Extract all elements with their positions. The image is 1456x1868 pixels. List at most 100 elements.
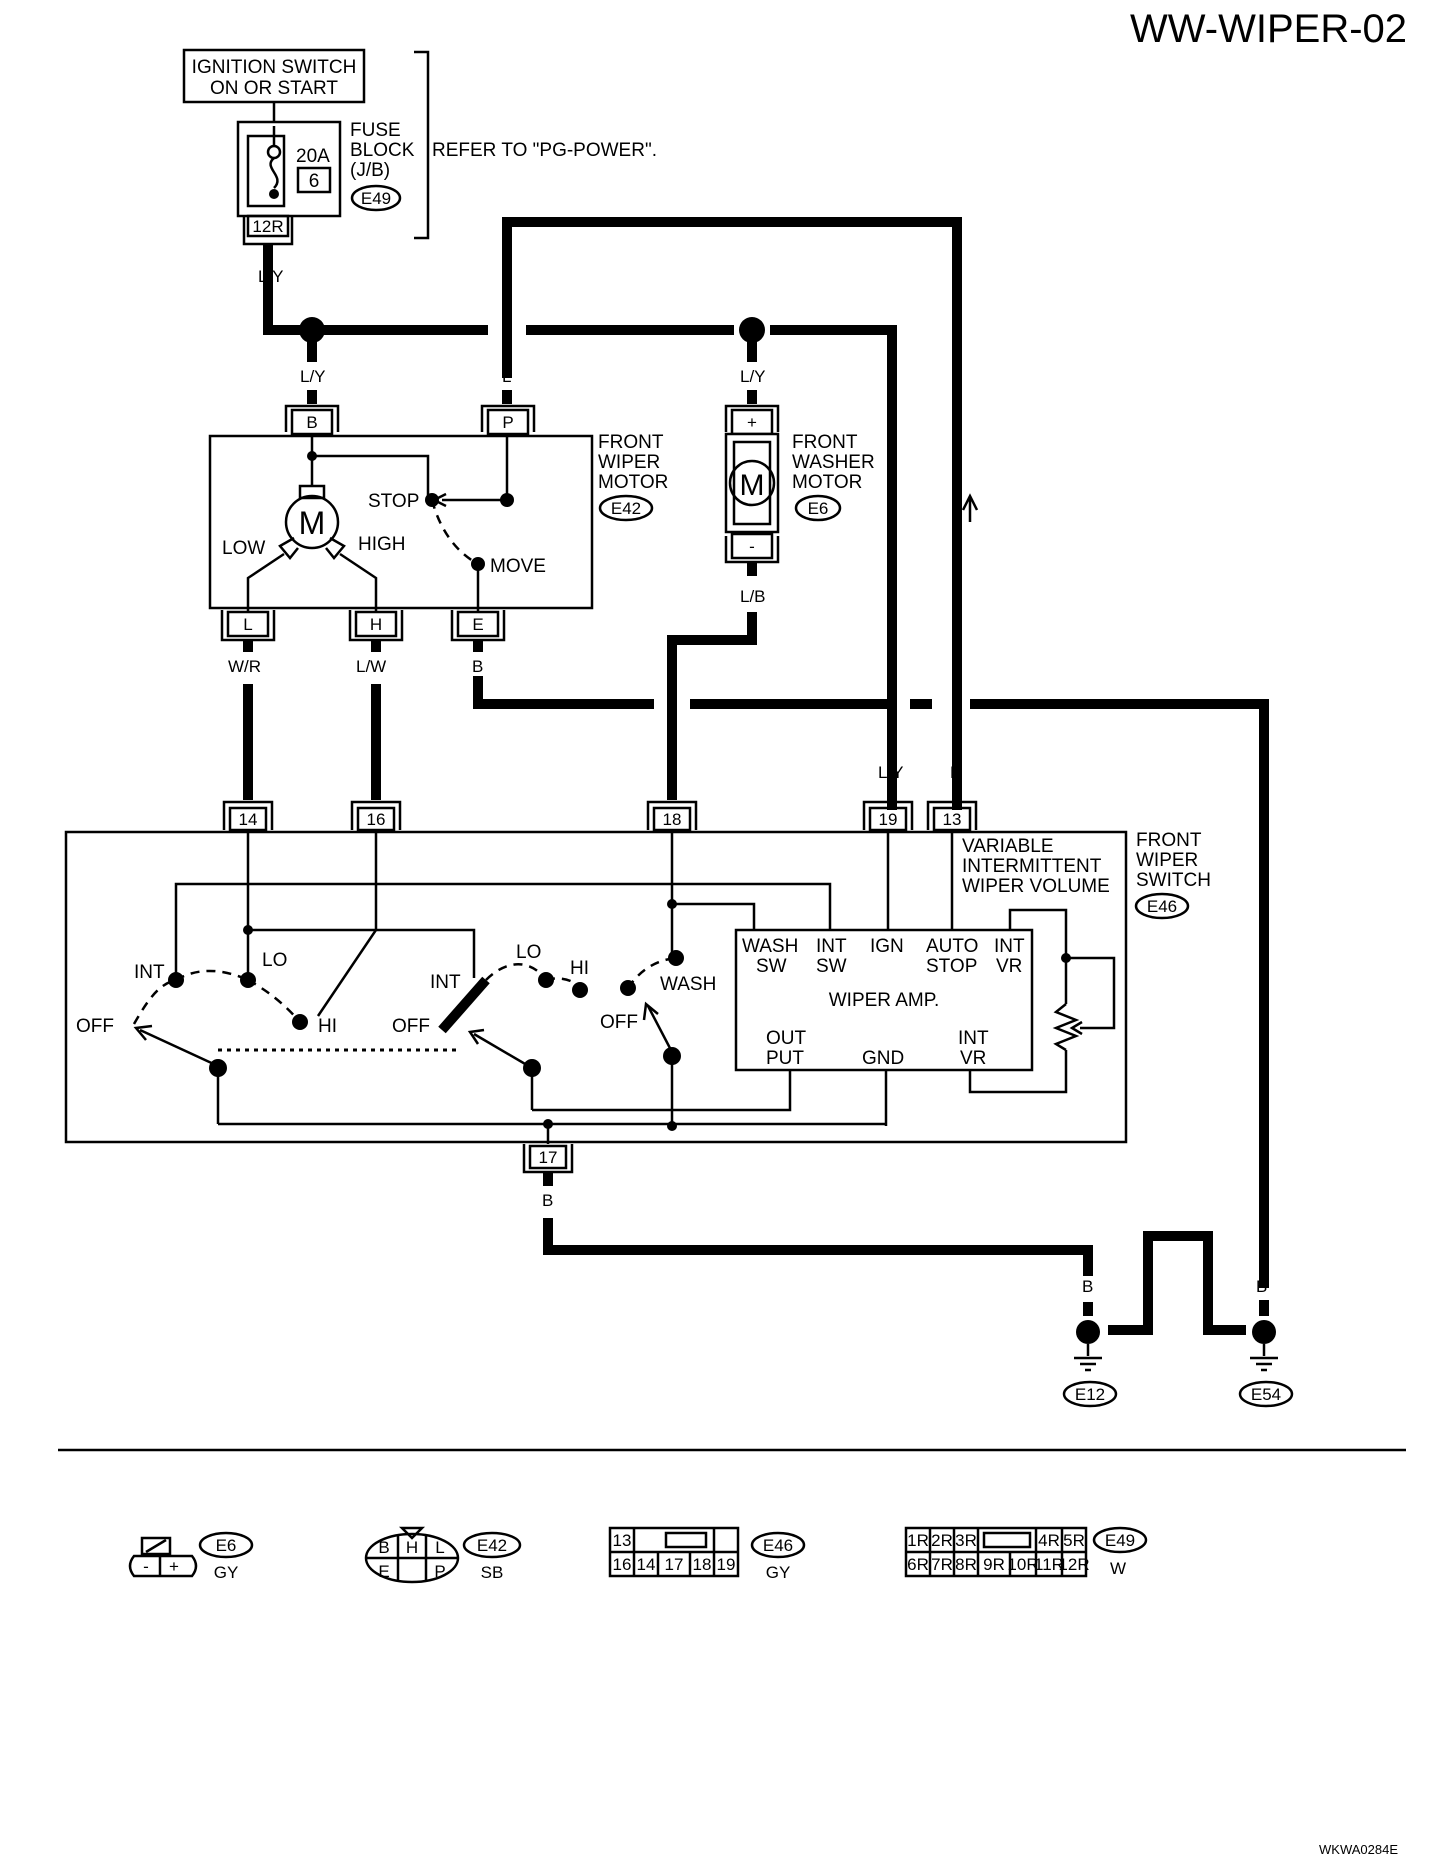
svg-text:W: W — [1110, 1559, 1126, 1578]
svg-text:-: - — [143, 1557, 149, 1576]
svg-text:LO: LO — [262, 950, 287, 971]
svg-text:4R: 4R — [1038, 1531, 1060, 1550]
svg-text:MOTOR: MOTOR — [792, 472, 862, 493]
washer-motor-label: FRONT WASHER MOTOR E6 — [792, 432, 875, 522]
svg-text:PUT: PUT — [766, 1048, 804, 1069]
ignition-label-1: IGNITION SWITCH — [192, 57, 357, 78]
svg-text:E46: E46 — [763, 1536, 793, 1555]
svg-text:11R: 11R — [1034, 1555, 1064, 1574]
svg-text:16: 16 — [367, 810, 386, 829]
svg-text:-: - — [749, 537, 755, 556]
svg-text:SWITCH: SWITCH — [1136, 870, 1211, 891]
svg-text:OFF: OFF — [392, 1016, 430, 1037]
fuse-pin-12r: 12R — [242, 214, 294, 246]
svg-text:12R: 12R — [1058, 1555, 1089, 1574]
svg-text:E42: E42 — [477, 1536, 507, 1555]
stop-label: STOP — [368, 491, 419, 512]
svg-text:STOP: STOP — [926, 956, 977, 977]
svg-text:INT: INT — [816, 936, 847, 957]
wire-label-ly-19: L/Y — [878, 763, 904, 782]
wire-label-lb: L/B — [740, 587, 766, 606]
connector-e6: - + E6 GY — [128, 1531, 254, 1582]
svg-text:+: + — [747, 413, 757, 432]
svg-text:18: 18 — [663, 810, 682, 829]
svg-text:1R: 1R — [907, 1531, 929, 1550]
fuse-number: 6 — [309, 171, 320, 192]
wire-label-ly-washer: L/Y — [740, 367, 766, 386]
svg-text:H: H — [370, 615, 382, 634]
svg-text:9R: 9R — [983, 1555, 1005, 1574]
wire-label-ly-b: L/Y — [300, 367, 326, 386]
wiper-motor-icon — [284, 494, 340, 550]
wire-label-b-e54: B — [1256, 1277, 1267, 1296]
pin-14: 14 — [222, 800, 274, 832]
fuse-connector-id: E49 — [361, 189, 391, 208]
svg-text:E: E — [472, 615, 483, 634]
move-label: MOVE — [490, 556, 546, 577]
svg-text:13: 13 — [613, 1531, 632, 1550]
svg-text:E6: E6 — [216, 1536, 237, 1555]
connector-e49: 1R 2R 3R 4R 5R 6R 7R 8R 9R 10R 11R 12R E… — [904, 1526, 1148, 1578]
svg-text:5R: 5R — [1063, 1531, 1085, 1550]
low-label: LOW — [222, 538, 265, 559]
refer-bracket — [414, 50, 430, 240]
fuse-label-2: BLOCK — [350, 140, 415, 161]
svg-text:13: 13 — [943, 810, 962, 829]
wire-label-b-j2: B — [1202, 1277, 1213, 1296]
svg-text:M: M — [740, 469, 765, 502]
ground-e12: E12 — [1062, 1320, 1118, 1408]
svg-text:WASH: WASH — [742, 936, 798, 957]
ignition-switch: IGNITION SWITCH ON OR START — [182, 48, 366, 104]
svg-text:7R: 7R — [931, 1555, 953, 1574]
svg-text:E6: E6 — [808, 499, 829, 518]
svg-text:OFF: OFF — [600, 1012, 638, 1033]
svg-text:INT: INT — [958, 1028, 989, 1049]
ground-e54: E54 — [1238, 1320, 1294, 1408]
pin-17: 17 — [522, 1144, 574, 1174]
footer-code: WKWA0284E — [1319, 1842, 1398, 1857]
svg-text:17: 17 — [665, 1555, 684, 1574]
wiper-motor-label: FRONT WIPER MOTOR E42 — [598, 432, 668, 522]
svg-text:3R: 3R — [955, 1531, 977, 1550]
svg-text:SW: SW — [756, 956, 787, 977]
svg-text:OFF: OFF — [76, 1016, 114, 1037]
svg-text:INT: INT — [430, 972, 461, 993]
pin-16: 16 — [350, 800, 402, 832]
svg-text:AUTO: AUTO — [926, 936, 978, 957]
front-wiper-motor: B P L H E M LOW HIGH STOP MOVE — [208, 404, 594, 642]
connector-e46: 13 16 14 17 18 19 E46 GY — [608, 1526, 806, 1582]
svg-text:10R: 10R — [1007, 1555, 1038, 1574]
wiper-switch-label: FRONT WIPER SWITCH E46 — [1134, 830, 1211, 920]
svg-text:L: L — [435, 1538, 444, 1557]
svg-text:M: M — [299, 505, 326, 541]
svg-text:HI: HI — [318, 1016, 337, 1037]
wire-label-wr: W/R — [228, 657, 261, 676]
svg-text:IGN: IGN — [870, 936, 904, 957]
svg-text:WIPER: WIPER — [598, 452, 660, 473]
svg-text:OUT: OUT — [766, 1028, 807, 1049]
fuse-block: 20A 6 FUSE BLOCK (J/B) E49 — [236, 120, 415, 218]
pin-18: 18 — [646, 800, 698, 832]
wire-label-l-p: L — [502, 367, 511, 386]
wire-label-l-13: L — [950, 763, 959, 782]
fuse-icon — [269, 157, 279, 189]
svg-text:LO: LO — [516, 942, 541, 963]
svg-text:INT: INT — [994, 936, 1025, 957]
svg-text:INT: INT — [134, 962, 165, 983]
svg-text:FRONT: FRONT — [1136, 830, 1202, 851]
pin-13: 13 — [926, 800, 978, 832]
svg-text:6R: 6R — [907, 1555, 929, 1574]
wire-label-b-17: B — [542, 1191, 553, 1210]
svg-text:14: 14 — [239, 810, 258, 829]
svg-text:E54: E54 — [1251, 1385, 1281, 1404]
svg-text:WIPER: WIPER — [1136, 850, 1198, 871]
svg-text:E49: E49 — [1105, 1531, 1135, 1550]
svg-text:GY: GY — [214, 1563, 239, 1582]
svg-text:2R: 2R — [931, 1531, 953, 1550]
fuse-label-3: (J/B) — [350, 160, 390, 181]
svg-text:17: 17 — [539, 1148, 558, 1167]
svg-text:WASHER: WASHER — [792, 452, 875, 473]
svg-text:14: 14 — [637, 1555, 656, 1574]
diagram-title: WW-WIPER-02 — [1130, 7, 1407, 51]
svg-text:B: B — [306, 413, 317, 432]
